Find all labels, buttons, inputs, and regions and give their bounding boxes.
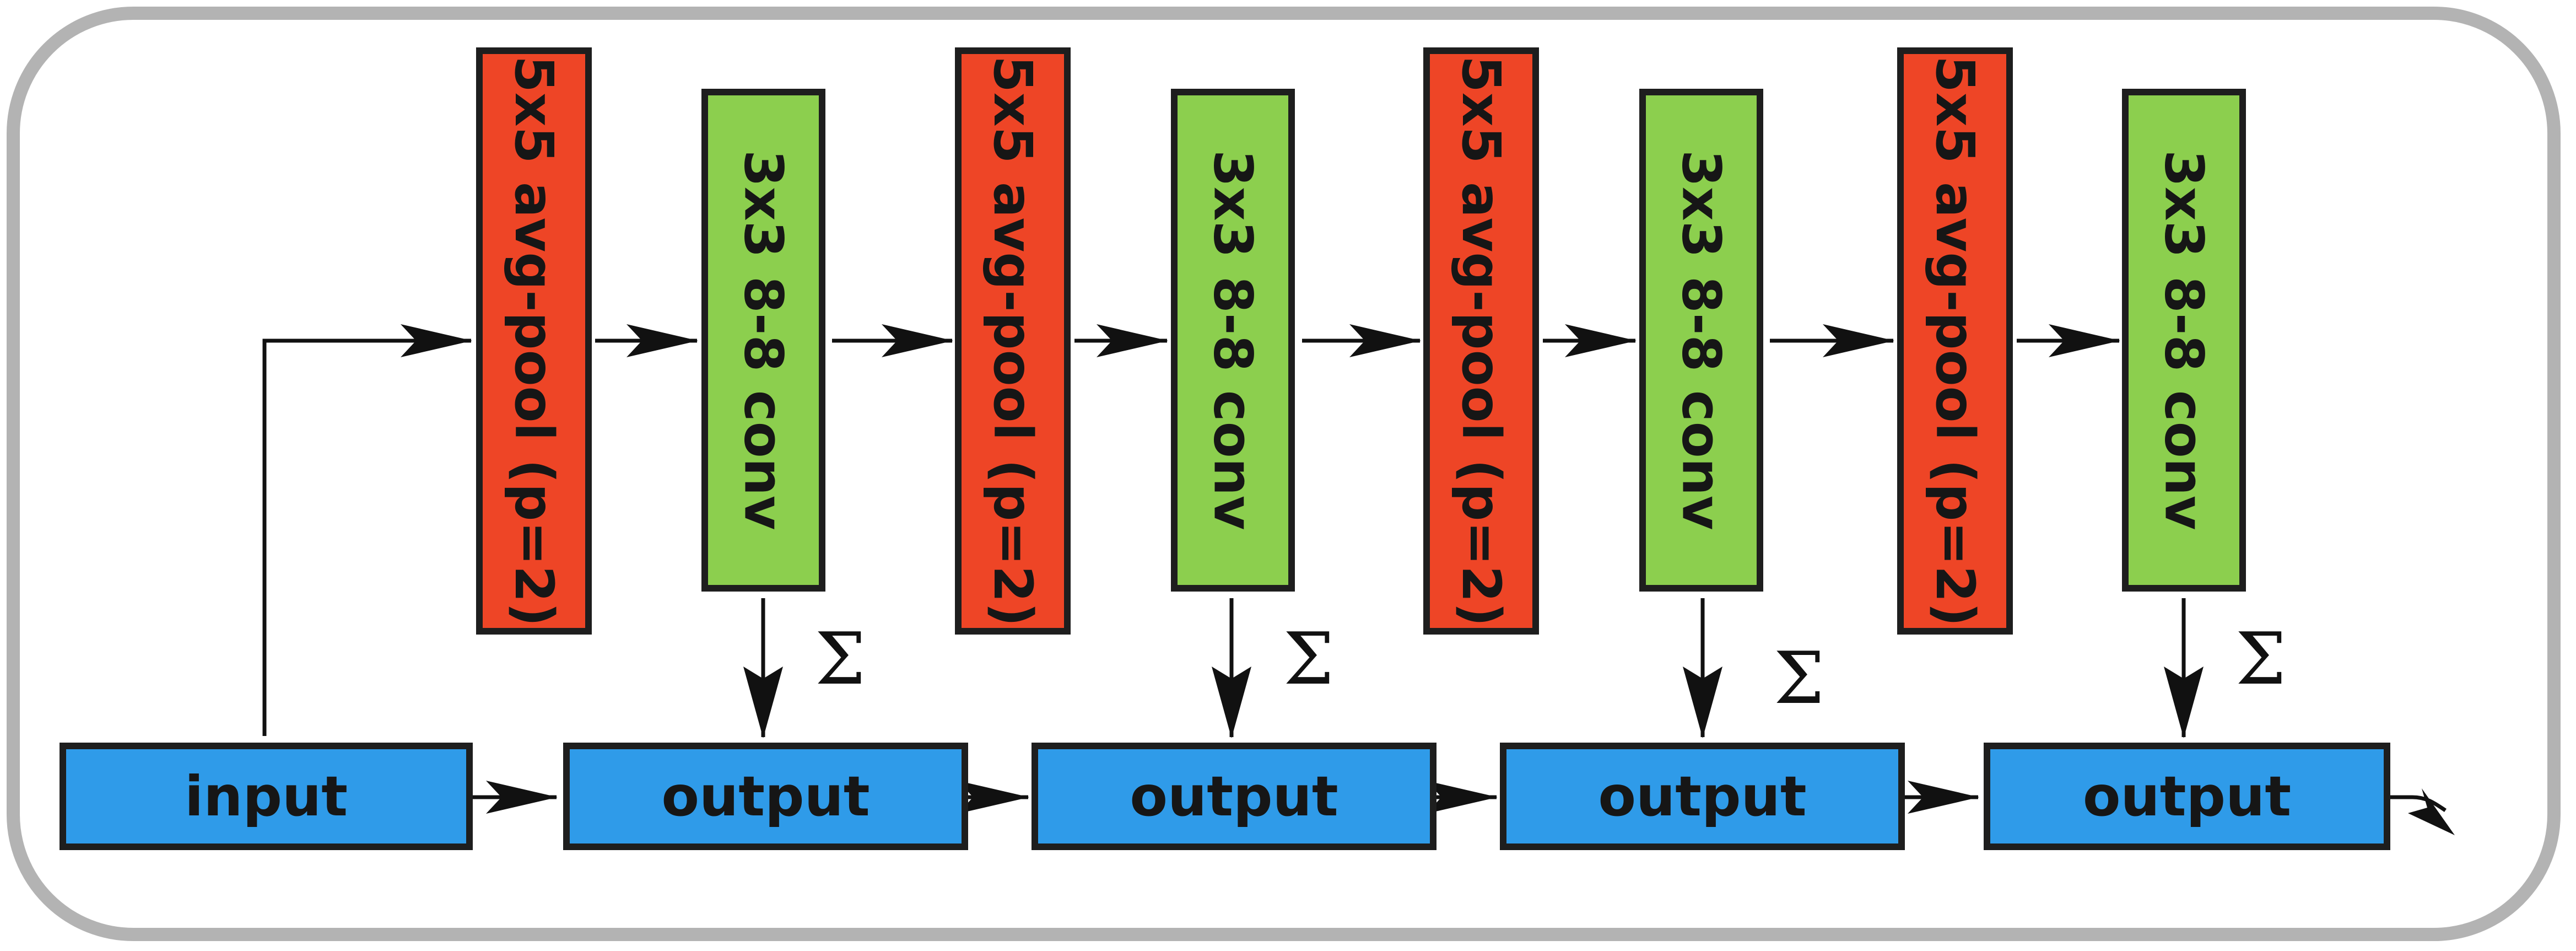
input-label: input — [184, 764, 348, 829]
conv-label-3: 3x3 8-8 conv — [1670, 150, 1732, 530]
avg-pool-label-4: 5x5 avg-pool (p=2) — [1924, 55, 1986, 627]
output-label-4: output — [2082, 764, 2292, 829]
input-branch-line — [262, 324, 472, 736]
output-box-3: output — [1500, 743, 1905, 850]
avg-pool-box-2: 5x5 avg-pool (p=2) — [955, 47, 1071, 635]
input-box: input — [60, 743, 473, 850]
conv-label-1: 3x3 8-8 conv — [732, 150, 795, 530]
conv-box-1: 3x3 8-8 conv — [701, 89, 825, 592]
avg-pool-box-3: 5x5 avg-pool (p=2) — [1423, 47, 1539, 635]
output-box-2: output — [1032, 743, 1436, 850]
sum-symbol-2: Σ — [1283, 617, 1334, 701]
sum-symbol-3: Σ — [1774, 636, 1824, 720]
conv-label-4: 3x3 8-8 conv — [2153, 150, 2215, 530]
sum-symbol-1: Σ — [815, 617, 866, 701]
conv-box-3: 3x3 8-8 conv — [1639, 89, 1763, 592]
conv-box-4: 3x3 8-8 conv — [2122, 89, 2246, 592]
avg-pool-box-4: 5x5 avg-pool (p=2) — [1897, 47, 2013, 635]
output-label-1: output — [661, 764, 870, 829]
arrow-final-output-head — [2408, 788, 2455, 835]
output-label-3: output — [1598, 764, 1807, 829]
arrow-final-output — [2390, 795, 2447, 812]
output-label-2: output — [1130, 764, 1338, 829]
conv-label-2: 3x3 8-8 conv — [1202, 150, 1264, 530]
sum-symbol-4: Σ — [2235, 617, 2286, 701]
output-box-1: output — [563, 743, 968, 850]
avg-pool-box-1: 5x5 avg-pool (p=2) — [476, 47, 592, 635]
avg-pool-label-1: 5x5 avg-pool (p=2) — [503, 55, 565, 627]
conv-box-2: 3x3 8-8 conv — [1171, 89, 1295, 592]
output-box-4: output — [1984, 743, 2390, 850]
avg-pool-label-2: 5x5 avg-pool (p=2) — [982, 55, 1044, 627]
avg-pool-label-3: 5x5 avg-pool (p=2) — [1450, 55, 1512, 627]
